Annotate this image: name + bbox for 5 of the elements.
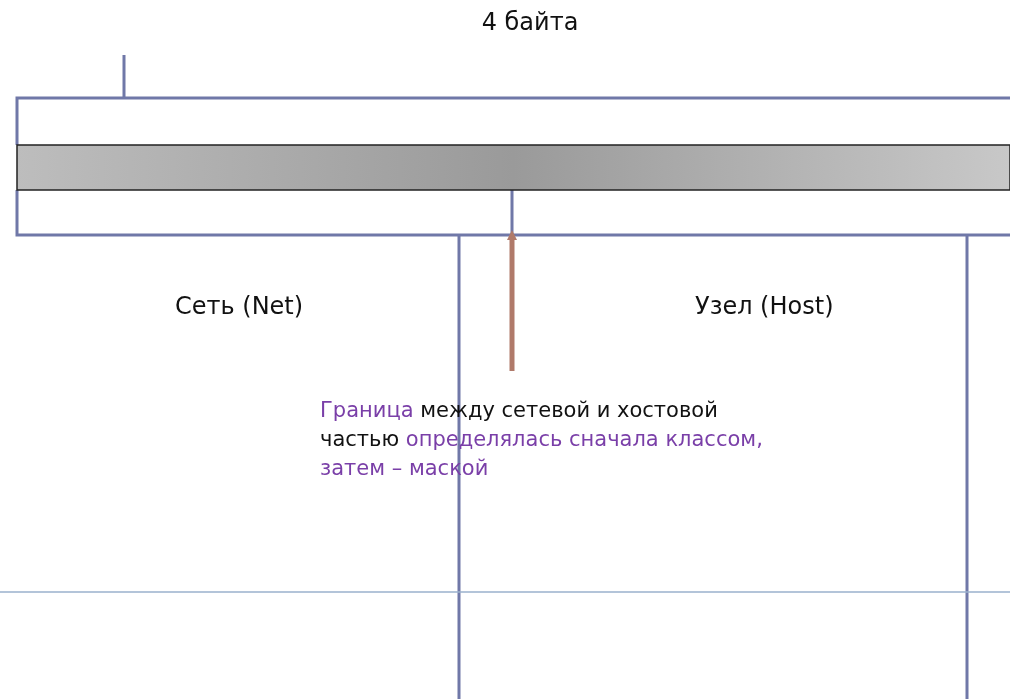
arrow — [507, 230, 517, 371]
part-label: Сеть (Net) — [175, 292, 304, 320]
title: 4 байта — [480, 8, 580, 36]
part-label: Узел (Host) — [695, 292, 834, 320]
address-bar — [16, 144, 1010, 191]
